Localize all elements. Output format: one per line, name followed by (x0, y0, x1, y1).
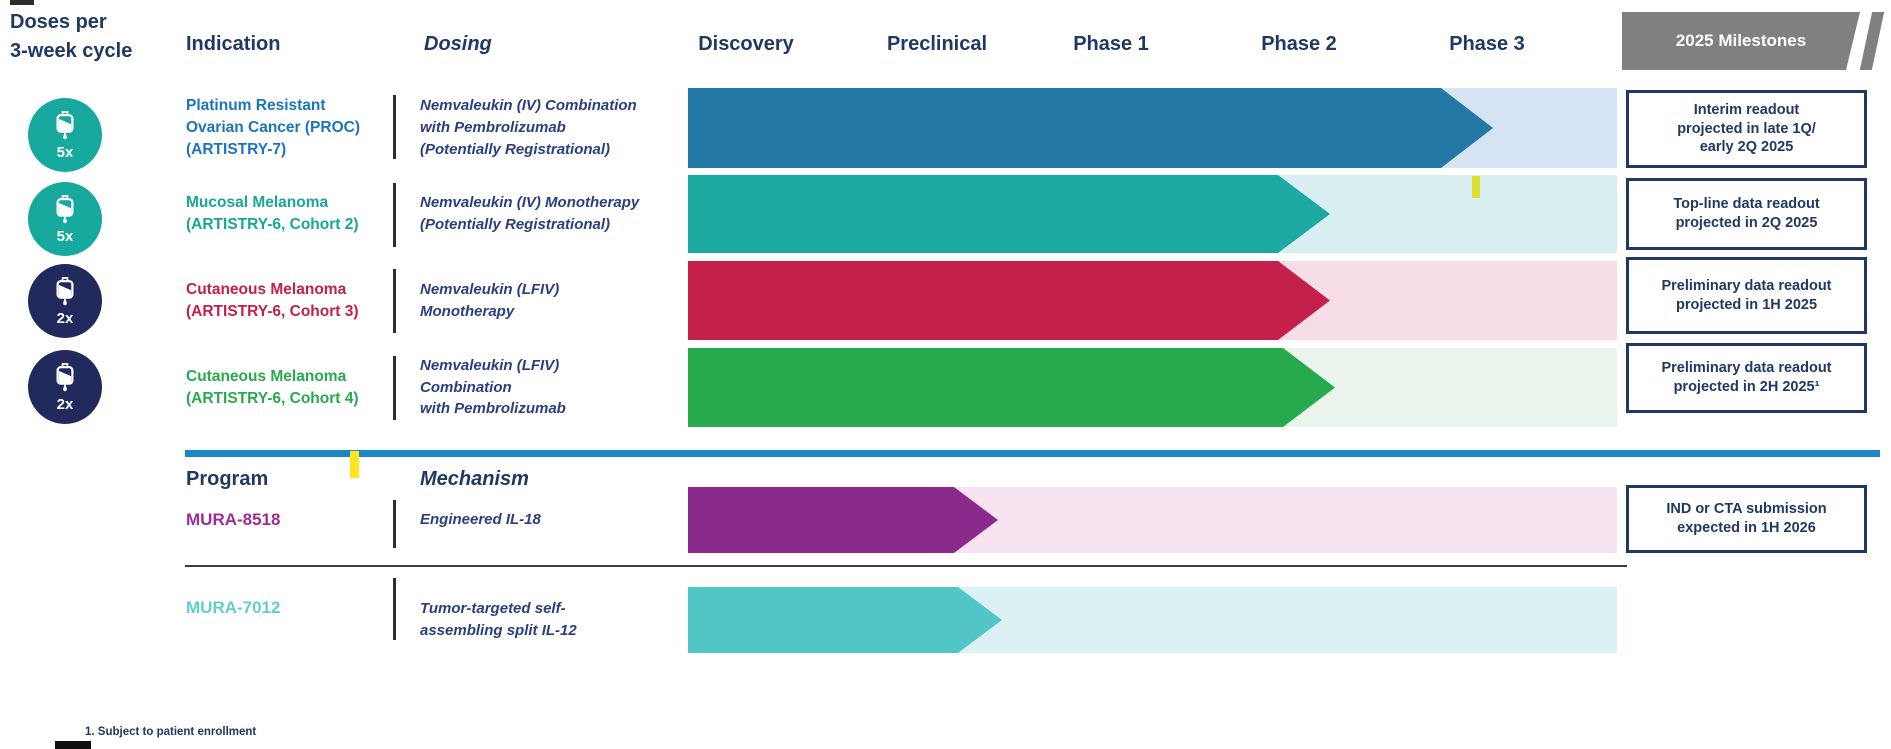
phase-header-discovery: Discovery (698, 33, 794, 55)
dose-badge: 5x (28, 182, 102, 256)
column-divider (393, 183, 396, 247)
highlight-tick (1472, 176, 1480, 198)
scan-artifact (10, 0, 34, 5)
indication-label: Cutaneous Melanoma (ARTISTRY-6, Cohort 4… (186, 367, 359, 407)
milestone-box: Preliminary data readout projected in 2H… (1626, 343, 1867, 413)
column-divider (393, 356, 396, 420)
progress-arrow (688, 175, 1330, 253)
banner-stripe-decoration (1859, 12, 1885, 70)
dosing-label: Nemvaleukin (LFIV) Combination with Pemb… (420, 356, 566, 418)
phase-header-phase3: Phase 3 (1449, 33, 1525, 55)
program-header: Program (186, 468, 269, 490)
milestone-box: Interim readout projected in late 1Q/ ea… (1626, 90, 1867, 168)
milestones-banner-label: 2025 Milestones (1675, 31, 1807, 50)
indication-label: Cutaneous Melanoma (ARTISTRY-6, Cohort 3… (186, 280, 359, 320)
column-divider (393, 500, 396, 548)
doses-per-cycle-header: Doses per 3-week cycle (10, 11, 133, 62)
phase-header-preclinical: Preclinical (886, 33, 988, 55)
progress-arrow (688, 261, 1330, 340)
dose-badge: 2x (28, 350, 102, 424)
dosing-label: Nemvaleukin (IV) Monotherapy (Potentiall… (420, 194, 640, 233)
dose-count-label: 2x (56, 310, 74, 327)
progress-arrow (688, 88, 1493, 168)
milestones-banner: 2025 Milestones (1622, 12, 1860, 70)
program-row-divider (185, 565, 1627, 567)
milestone-box: Preliminary data readout projected in 1H… (1626, 257, 1867, 334)
iv-bag-icon (50, 362, 80, 399)
milestone-box: Top-line data readout projected in 2Q 20… (1626, 178, 1867, 250)
column-divider (393, 95, 396, 159)
scan-artifact (55, 741, 91, 749)
program-name: MURA-7012 (186, 598, 281, 617)
footnote: 1. Subject to patient enrollment (85, 726, 257, 738)
column-divider (393, 578, 396, 640)
dose-badge: 2x (28, 264, 102, 338)
section-divider (185, 450, 1880, 457)
dosing-label: Nemvaleukin (IV) Combination with Pembro… (420, 97, 637, 158)
dose-badge: 5x (28, 98, 102, 172)
iv-bag-icon (50, 276, 80, 313)
indication-header: Indication (186, 33, 281, 55)
mechanism-header: Mechanism (420, 468, 529, 490)
column-divider (393, 269, 396, 333)
mechanism-label: Tumor-targeted self- assembling split IL… (420, 600, 577, 639)
highlight-tick (350, 451, 359, 478)
program-name: MURA-8518 (186, 510, 281, 529)
phase-header-phase2: Phase 2 (1261, 33, 1337, 55)
dose-count-label: 5x (56, 228, 74, 245)
phase-header-phase1: Phase 1 (1073, 33, 1149, 55)
indication-label: Mucosal Melanoma (ARTISTRY-6, Cohort 2) (186, 194, 359, 233)
dosing-label: Nemvaleukin (LFIV) Monotherapy (420, 280, 560, 320)
progress-arrow (688, 348, 1335, 427)
dose-count-label: 5x (56, 144, 74, 161)
mechanism-label: Engineered IL-18 (420, 511, 541, 529)
dose-count-label: 2x (56, 396, 74, 413)
progress-arrow (688, 487, 998, 553)
iv-bag-icon (50, 194, 80, 231)
dosing-header: Dosing (424, 33, 492, 55)
iv-bag-icon (50, 110, 80, 147)
progress-arrow (688, 587, 1002, 653)
milestone-box: IND or CTA submission expected in 1H 202… (1626, 485, 1867, 553)
indication-label: Platinum Resistant Ovarian Cancer (PROC)… (186, 97, 360, 158)
